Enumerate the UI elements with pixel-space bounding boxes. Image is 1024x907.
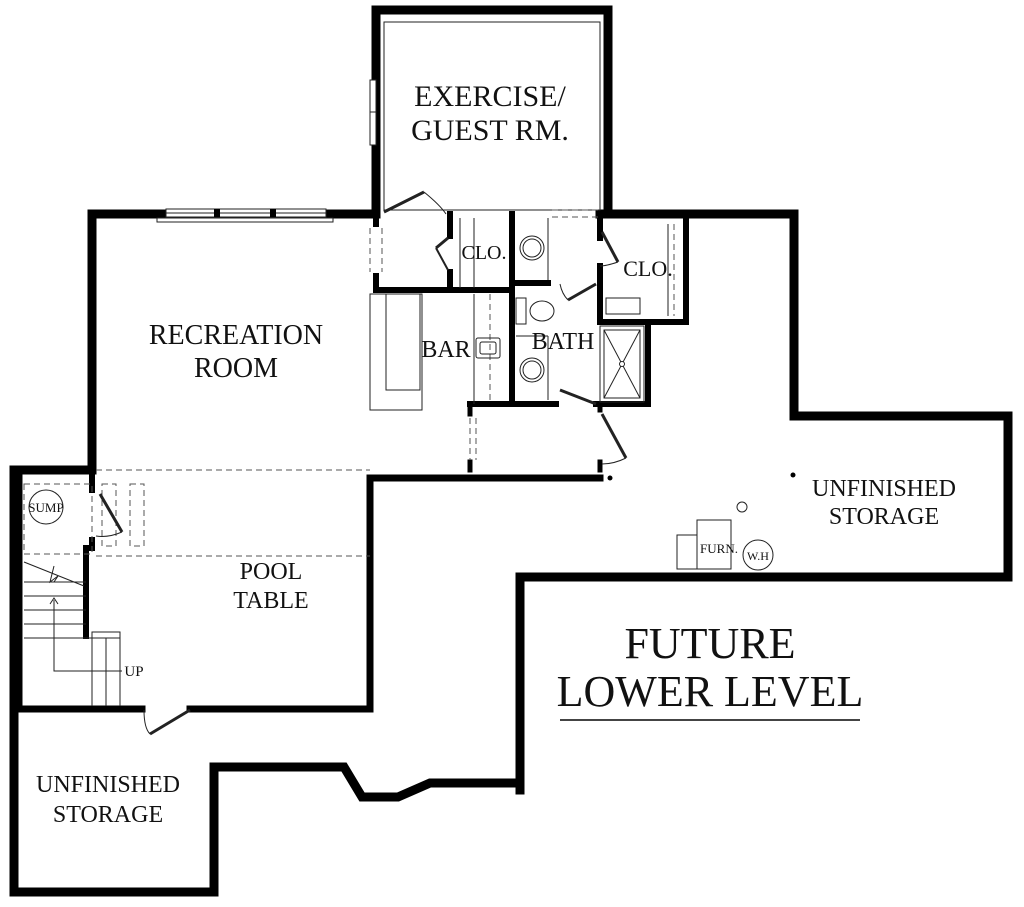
label-recreation-line2: ROOM <box>194 353 278 384</box>
label-closet-right: CLO. <box>623 256 673 281</box>
bath-fixtures <box>515 218 645 403</box>
exterior-walls <box>9 5 1013 897</box>
closet-shelving <box>459 218 675 316</box>
label-recreation-line1: RECREATION <box>149 320 323 351</box>
label-storage-left-line2: STORAGE <box>53 802 163 828</box>
label-exercise-line1: EXERCISE/ <box>414 80 566 113</box>
staircase[interactable] <box>23 561 122 706</box>
label-exercise-line2: GUEST RM. <box>411 114 569 147</box>
dashed-lines <box>23 209 600 557</box>
mechanical-equipment <box>676 501 774 571</box>
bar-counter <box>369 293 501 411</box>
doors <box>95 190 796 736</box>
sump-pit-icon <box>28 489 64 525</box>
interior-walls <box>373 211 689 473</box>
label-bar: BAR <box>421 337 470 363</box>
label-storage-right-line1: UNFINISHED <box>812 476 956 502</box>
label-furnace: FURN. <box>700 541 738 556</box>
label-water-heater: W.H <box>747 549 769 563</box>
room-labels: EXERCISE/ GUEST RM. RECREATION ROOM CLO.… <box>28 80 956 828</box>
label-pool-line2: TABLE <box>233 588 308 614</box>
label-bath: BATH <box>532 329 595 355</box>
label-storage-right-line2: STORAGE <box>829 504 939 530</box>
label-sump: SUMP <box>28 500 63 515</box>
label-storage-left-line1: UNFINISHED <box>36 772 180 798</box>
window-rec-room <box>156 208 334 223</box>
plan-title-line1: FUTURE <box>624 619 795 668</box>
label-pool-line1: POOL <box>240 559 303 585</box>
label-closet-left: CLO. <box>462 242 507 264</box>
exercise-room-details <box>369 21 601 211</box>
label-stairs-up: UP <box>124 664 143 680</box>
plan-title-line2: LOWER LEVEL <box>557 667 864 716</box>
